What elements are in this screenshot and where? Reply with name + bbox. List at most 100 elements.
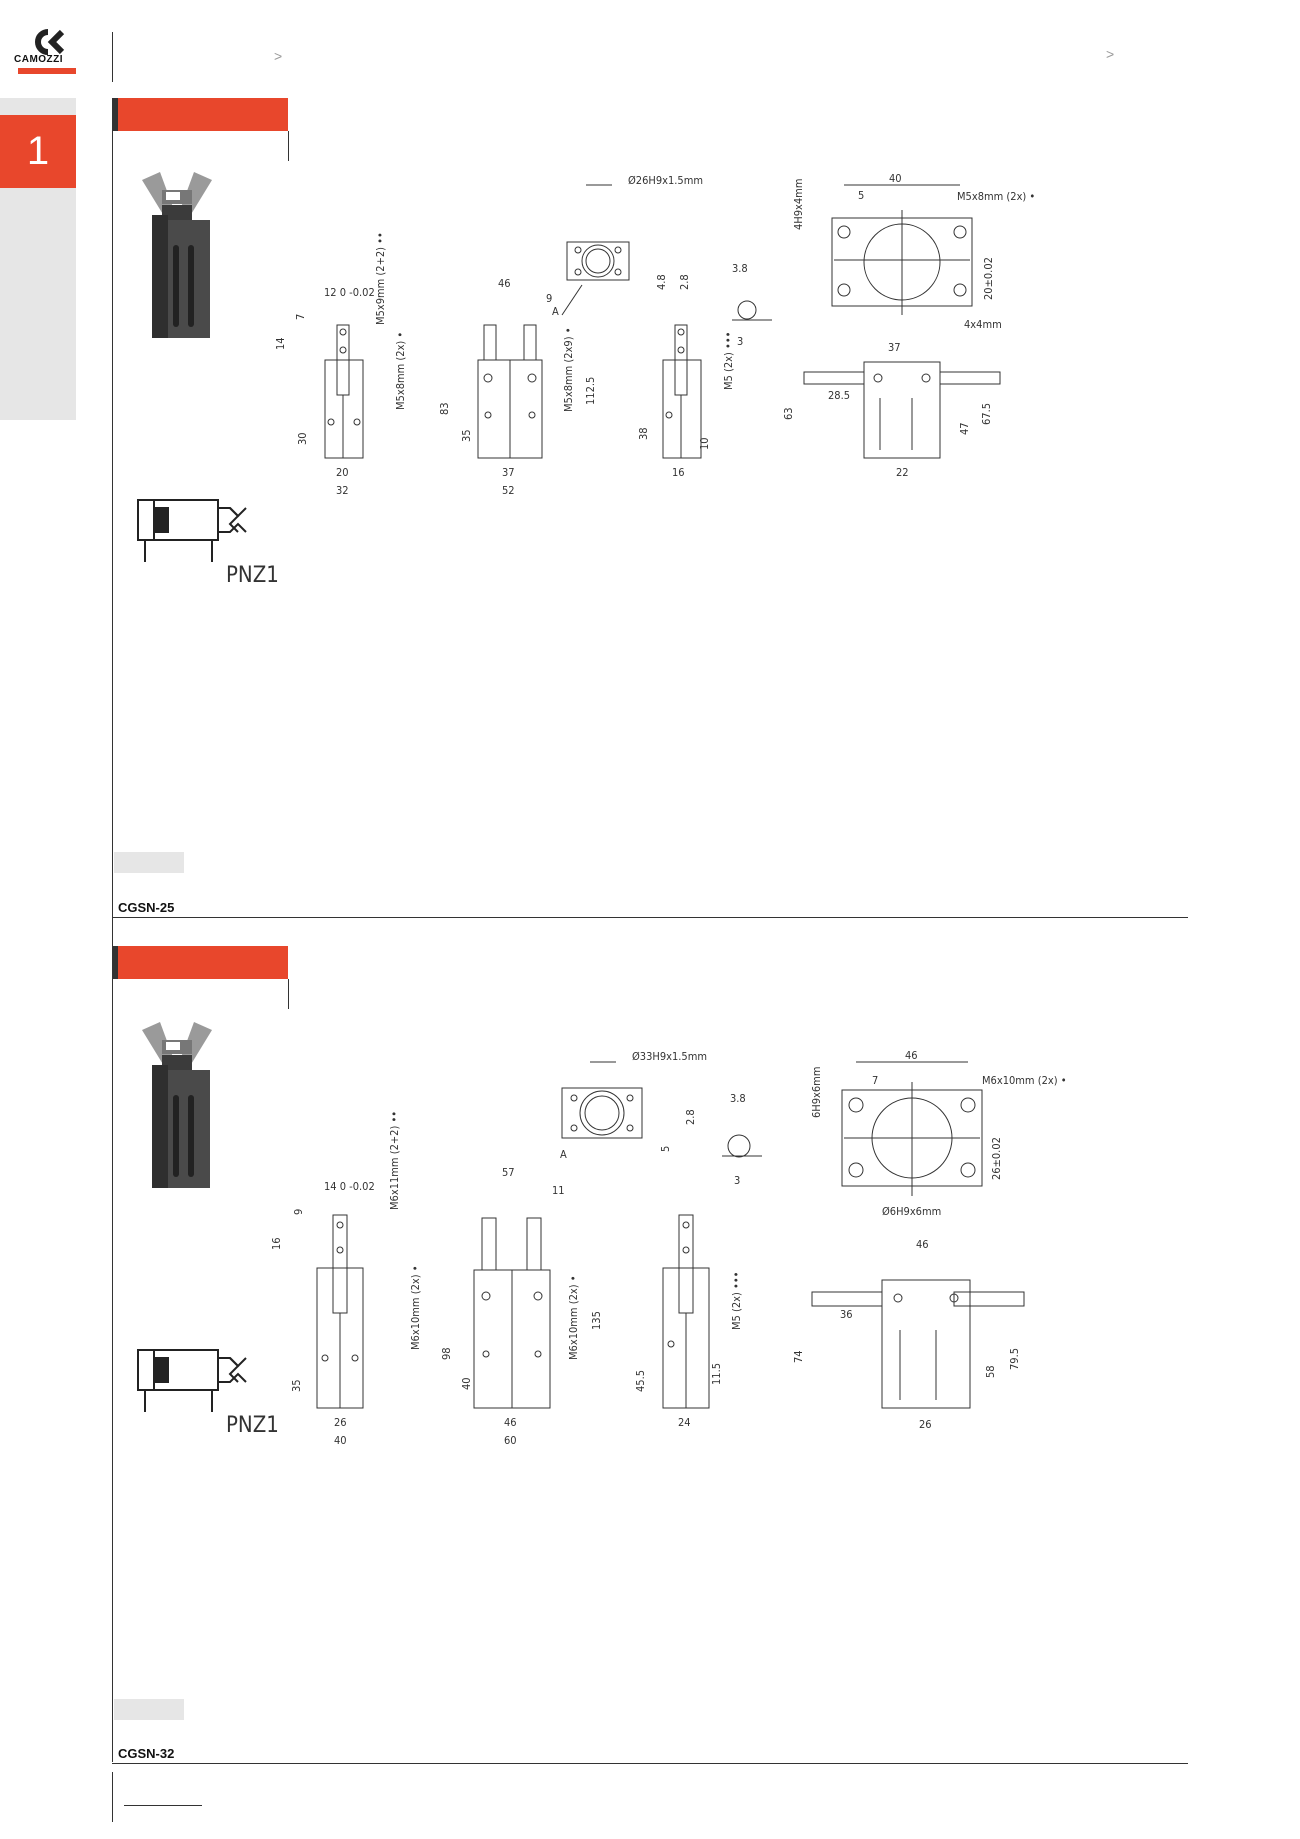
dim-bv-width: 40	[889, 172, 902, 185]
section-divider	[112, 917, 1188, 918]
gripper-photo	[142, 172, 212, 338]
dim-d4: 3	[737, 335, 743, 348]
dim-d1: 5	[659, 1146, 672, 1152]
drawing-cgsn-25: PNZ1 Ø26H9x1.5mm A 4.8 2.8 3.8 3 40 5 M5…	[137, 172, 1035, 588]
dim-fr-w2: 60	[504, 1434, 517, 1447]
dim-sr-w: 16	[672, 466, 685, 479]
dim-ref-a: A	[560, 1148, 567, 1161]
dim-bv-offset: 7	[872, 1074, 878, 1087]
dim-sr-h1: 45.5	[634, 1370, 647, 1392]
breadcrumb-chevron-right: >	[1106, 46, 1115, 62]
section-header-tick	[288, 979, 289, 1009]
dim-d1: 4.8	[655, 274, 668, 290]
front-view	[473, 1217, 551, 1409]
side-view-right	[662, 324, 702, 459]
dim-fr-h2: 40	[460, 1377, 473, 1390]
dim-sr-thread: M5 (2x) •••	[722, 331, 735, 390]
dim-bv-thread: M5x8mm (2x) •	[957, 190, 1035, 203]
dim-op-h2: 47	[958, 422, 971, 435]
dim-sr-h1: 38	[637, 427, 650, 440]
chapter-tab[interactable]: 1	[0, 115, 76, 188]
dim-bv-thread: M6x10mm (2x) •	[982, 1074, 1067, 1087]
bottom-view	[841, 1061, 983, 1196]
dim-bv-spacing: 26±0.02	[990, 1137, 1003, 1180]
dim-fr-h3: 112.5	[584, 377, 597, 405]
top-view	[561, 1061, 762, 1158]
dim-bv-spacing: 20±0.02	[982, 257, 995, 300]
section-label: CGSN-32	[118, 1746, 175, 1761]
dim-ref-a: A	[552, 305, 559, 318]
breadcrumb-chevron-left: >	[274, 48, 283, 64]
header-divider	[112, 32, 113, 82]
section-label: CGSN-25	[118, 900, 175, 915]
dim-op-top: 37	[888, 341, 901, 354]
dim-sl-tol: 14 0 -0.02	[324, 1180, 375, 1193]
dim-fr-w2: 52	[502, 484, 515, 497]
pneumatic-symbol	[137, 1349, 247, 1412]
pneumatic-symbol	[137, 499, 247, 562]
dim-bv-key: Ø6H9x6mm	[882, 1205, 941, 1218]
dim-sl-w1: 26	[334, 1416, 347, 1429]
dim-bv-width: 46	[905, 1049, 918, 1062]
dim-op-arm: 36	[840, 1308, 853, 1321]
dim-fr-jaw: 46	[498, 277, 511, 290]
dim-sr-h2: 11.5	[710, 1363, 723, 1385]
section-header-bar	[112, 98, 288, 131]
dim-op-w: 22	[896, 466, 909, 479]
section-header-tick	[288, 131, 289, 161]
dim-fr-thread: M5x8mm (2x9) •	[562, 327, 575, 412]
chapter-number: 1	[26, 129, 50, 173]
dim-bv-key: 4x4mm	[964, 318, 1002, 331]
dim-sl-thread2: M6x10mm (2x) •	[409, 1265, 422, 1350]
dim-op-h1: 63	[782, 407, 795, 420]
dim-op-h3: 79.5	[1008, 1348, 1021, 1370]
footer-rule	[124, 1805, 202, 1806]
dim-fr-h1: 83	[438, 402, 451, 415]
dim-sl-t2: 16	[270, 1237, 283, 1250]
dim-bv-pin: 6H9x6mm	[810, 1067, 823, 1118]
dim-d2: 2.8	[678, 274, 691, 290]
dim-sl-w2: 32	[336, 484, 349, 497]
dim-sl-t2: 14	[274, 337, 287, 350]
footer-divider	[112, 1772, 113, 1822]
open-view	[811, 1279, 1025, 1409]
dim-bore: Ø26H9x1.5mm	[628, 174, 703, 187]
dim-op-arm: 28.5	[828, 389, 850, 402]
dim-sl-thread2: M5x8mm (2x) •	[394, 332, 407, 410]
dim-bv-pin: 4H9x4mm	[792, 179, 805, 230]
top-view	[561, 184, 772, 321]
section-note-box	[114, 852, 184, 873]
open-view	[803, 361, 1001, 459]
dim-fr-h2: 35	[460, 429, 473, 442]
section-note-box	[114, 1699, 184, 1720]
dim-sl-thread1: M5x9mm (2+2) ••	[374, 232, 387, 325]
dim-fr-gap: 9	[546, 292, 552, 305]
dim-sl-thread1: M6x11mm (2+2) ••	[388, 1111, 401, 1210]
gripper-photo	[142, 1022, 212, 1188]
dim-fr-w1: 37	[502, 466, 515, 479]
drawing-cgsn-32: PNZ1 Ø33H9x1.5mm A 5 2.8 3.8 3 46 7 M6x1…	[137, 1022, 1067, 1447]
camozzi-logo	[35, 29, 65, 55]
dim-sr-thread: M5 (2x) •••	[730, 1271, 743, 1330]
brand-bar	[18, 68, 76, 74]
dim-op-top: 46	[916, 1238, 929, 1251]
brand-name: CAMOZZI	[14, 54, 64, 65]
dim-d3: 3.8	[730, 1092, 746, 1105]
dim-sl-w2: 40	[334, 1434, 347, 1447]
dim-sl-tol: 12 0 -0.02	[324, 286, 375, 299]
dim-fr-gap: 11	[552, 1184, 565, 1197]
dim-bore: Ø33H9x1.5mm	[632, 1050, 707, 1063]
dim-bv-offset: 5	[858, 189, 864, 202]
dim-d2: 2.8	[684, 1109, 697, 1125]
dim-sl-t1: 7	[294, 314, 307, 320]
dim-sr-w: 24	[678, 1416, 691, 1429]
dim-sl-w1: 20	[336, 466, 349, 479]
dim-op-h1: 74	[792, 1350, 805, 1363]
section-header-bar	[112, 946, 288, 979]
side-view-left	[324, 324, 364, 459]
bottom-view	[831, 184, 973, 315]
dim-sl-h: 30	[296, 432, 309, 445]
dim-op-h2: 58	[984, 1365, 997, 1378]
dim-fr-thread: M6x10mm (2x) •	[567, 1275, 580, 1360]
symbol-label: PNZ1	[226, 563, 279, 588]
